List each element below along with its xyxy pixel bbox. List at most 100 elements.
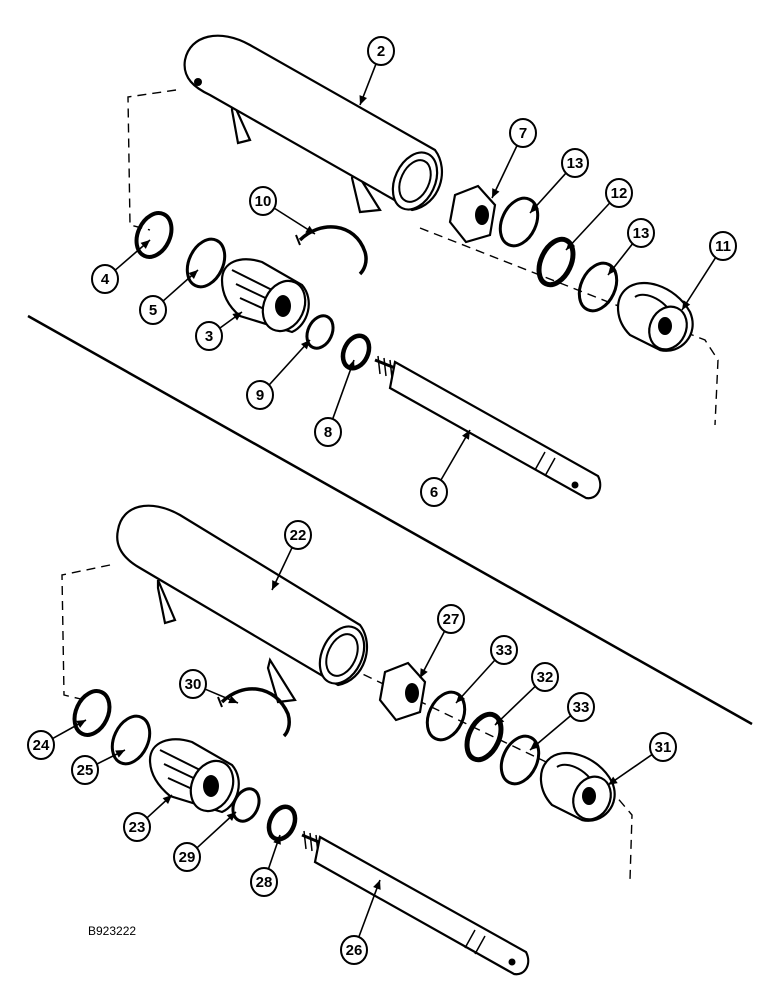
- callout-number: 13: [633, 225, 650, 242]
- callout-circle: [123, 812, 151, 842]
- seal-28: [266, 804, 298, 842]
- callout-number: 22: [290, 527, 307, 544]
- leader-arrowhead: [226, 812, 236, 822]
- callout-4: 4: [91, 264, 119, 294]
- backup-ring-4: [134, 211, 174, 259]
- callout-circle: [531, 662, 559, 692]
- callout-5: 5: [139, 295, 167, 325]
- cylinder-body: [183, 34, 444, 214]
- wiper-ring-9: [305, 314, 335, 350]
- callout-12: 12: [605, 178, 633, 208]
- callout-circle: [340, 935, 368, 965]
- callout-30: 30: [179, 669, 207, 699]
- callout-6: 6: [420, 477, 448, 507]
- leader-line: [494, 686, 536, 726]
- upper-assembly: [127, 34, 719, 500]
- callout-31: 31: [649, 732, 677, 762]
- callout-circle: [490, 635, 518, 665]
- callout-number: 2: [377, 43, 385, 60]
- callout-7: 7: [509, 118, 537, 148]
- callout-circle: [139, 295, 167, 325]
- leader-line: [681, 257, 717, 311]
- leader-line: [358, 879, 381, 938]
- callout-number: 23: [129, 819, 146, 836]
- callout-27: 27: [437, 604, 465, 634]
- leader-arrowhead: [300, 340, 310, 350]
- leader-arrowhead: [682, 300, 691, 310]
- leader-arrowhead: [273, 835, 281, 845]
- leader-line: [565, 202, 611, 251]
- gland-nut: [448, 184, 497, 244]
- callout-circle: [246, 380, 274, 410]
- callout-number: 33: [573, 699, 590, 716]
- callout-circle: [179, 669, 207, 699]
- upper-dashed-outline: [127, 89, 719, 426]
- callout-number: 4: [101, 271, 110, 288]
- leader-line: [455, 659, 496, 704]
- leader-arrowhead: [347, 360, 355, 370]
- leader-arrowhead: [530, 203, 539, 213]
- leader-arrowhead: [420, 668, 428, 678]
- callout-number: 28: [256, 874, 273, 891]
- callout-circle: [605, 178, 633, 208]
- callout-number: 29: [179, 849, 196, 866]
- leader-arrowhead: [456, 693, 466, 703]
- piston-rod: [301, 830, 530, 976]
- leader-arrowhead: [228, 695, 238, 704]
- callout-circle: [649, 732, 677, 762]
- leader-line: [491, 145, 518, 199]
- callout-circle: [91, 264, 119, 294]
- seal-ring-5: [185, 237, 227, 289]
- leader-lines: [52, 63, 717, 938]
- leader-line: [440, 429, 471, 481]
- wiper-ring-29: [231, 787, 261, 823]
- callout-9: 9: [246, 380, 274, 410]
- leader-arrowhead: [462, 430, 470, 440]
- leader-arrowhead: [162, 795, 172, 805]
- gland: [148, 738, 240, 814]
- callout-29: 29: [173, 842, 201, 872]
- o-ring-32: [464, 711, 504, 763]
- callout-3: 3: [195, 321, 223, 351]
- callout-number: 12: [611, 185, 628, 202]
- callout-circle: [437, 604, 465, 634]
- callout-circle: [709, 231, 737, 261]
- seal-ring-25: [110, 714, 152, 766]
- callout-circle: [173, 842, 201, 872]
- callout-number: 31: [655, 739, 672, 756]
- callout-8: 8: [314, 417, 342, 447]
- callout-number: 26: [346, 942, 363, 959]
- cylinder-body: [116, 504, 369, 704]
- callout-circle: [627, 218, 655, 248]
- callout-28: 28: [250, 867, 278, 897]
- callout-number: 33: [496, 642, 513, 659]
- leader-arrowhead: [272, 580, 280, 590]
- seal-ring-33-a: [425, 690, 467, 742]
- leader-arrowhead: [530, 741, 540, 750]
- callout-circle: [27, 730, 55, 760]
- leader-arrowhead: [188, 270, 198, 279]
- callout-circle: [314, 417, 342, 447]
- callout-circle: [567, 692, 595, 722]
- o-ring-12: [536, 236, 576, 288]
- leader-arrowhead: [359, 95, 367, 105]
- leader-arrowhead: [115, 750, 125, 758]
- callout-33: 33: [567, 692, 595, 722]
- callout-circle: [367, 36, 395, 66]
- leader-arrowhead: [492, 188, 500, 198]
- callout-circle: [284, 520, 312, 550]
- leader-arrowhead: [495, 715, 505, 725]
- gland-nut: [378, 661, 427, 722]
- callout-number: 24: [33, 737, 50, 754]
- callout-number: 13: [567, 155, 584, 172]
- leader-arrowhead: [140, 240, 150, 249]
- callout-10: 10: [249, 186, 277, 216]
- leader-arrowhead: [76, 720, 86, 728]
- leader-arrowhead: [566, 240, 576, 250]
- leader-arrowhead: [608, 776, 618, 785]
- callout-circle: [509, 118, 537, 148]
- leader-arrowhead: [608, 265, 617, 275]
- callout-11: 11: [709, 231, 737, 261]
- retaining-ring: [298, 225, 368, 276]
